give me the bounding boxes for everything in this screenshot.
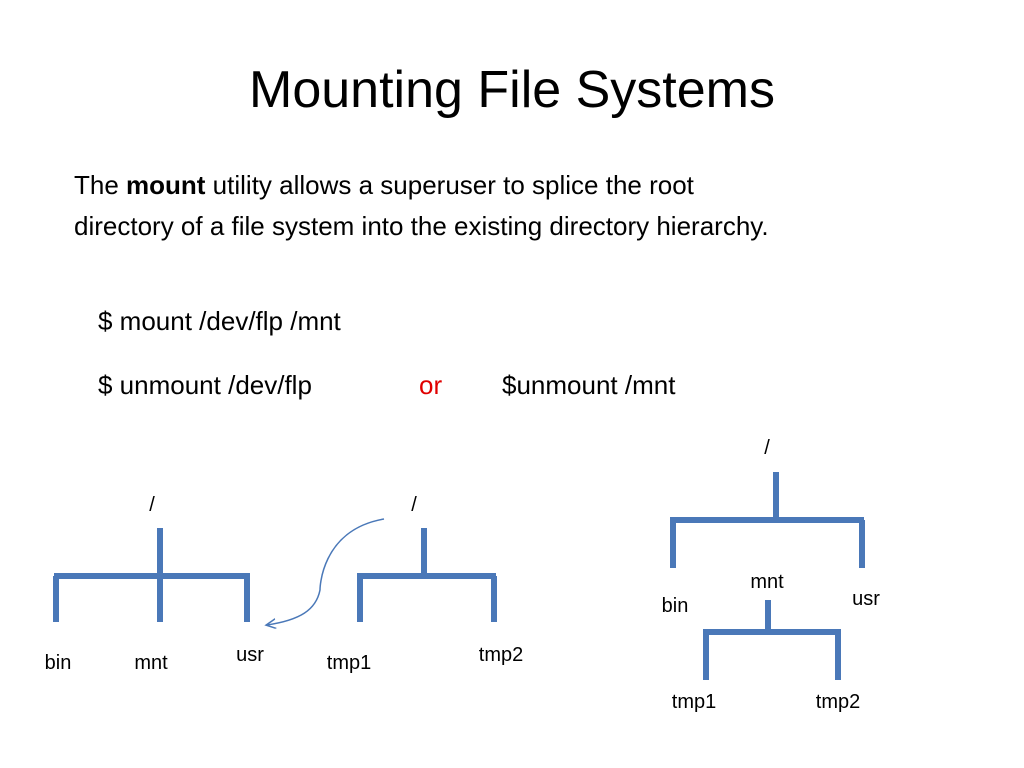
- middle-tree-tmp1-label: tmp1: [327, 652, 371, 674]
- right-tree-tmp2-label: tmp2: [816, 691, 860, 713]
- or-label: or: [419, 370, 443, 400]
- right-tree: / bin mnt usr tmp1 tmp2: [662, 437, 881, 713]
- right-tree-usr-label: usr: [852, 588, 880, 610]
- middle-tree-lines: [357, 528, 497, 622]
- unmount-mnt-command: $unmount /mnt: [502, 370, 676, 400]
- left-tree-bin-label: bin: [45, 652, 72, 674]
- mount-command: $ mount /dev/flp /mnt: [98, 306, 341, 336]
- right-tree-lines: [670, 472, 865, 680]
- right-tree-bin-label: bin: [662, 595, 689, 617]
- unmount-dev-command: $ unmount /dev/flp: [98, 370, 312, 400]
- right-tree-mnt-label: mnt: [750, 571, 784, 593]
- right-tree-root-label: /: [764, 437, 770, 459]
- description-line-2: directory of a file system into the exis…: [74, 211, 769, 241]
- description-text: The: [74, 170, 127, 200]
- left-tree-lines: [53, 528, 250, 622]
- right-tree-tmp1-label: tmp1: [672, 691, 716, 713]
- left-tree-root-label: /: [149, 494, 155, 516]
- slide-title: Mounting File Systems: [249, 61, 775, 119]
- left-tree-mnt-label: mnt: [134, 652, 168, 674]
- description-text: utility allows a superuser to splice the…: [205, 170, 694, 200]
- mount-arrow: [267, 518, 385, 625]
- mount-keyword: mount: [126, 170, 206, 200]
- middle-tree: / tmp1 tmp2: [327, 494, 523, 674]
- left-tree-usr-label: usr: [236, 644, 264, 666]
- middle-tree-root-label: /: [411, 494, 417, 516]
- left-tree: / bin mnt usr: [45, 494, 265, 674]
- description-line-1: The mount utility allows a superuser to …: [74, 170, 694, 201]
- middle-tree-tmp2-label: tmp2: [479, 644, 523, 666]
